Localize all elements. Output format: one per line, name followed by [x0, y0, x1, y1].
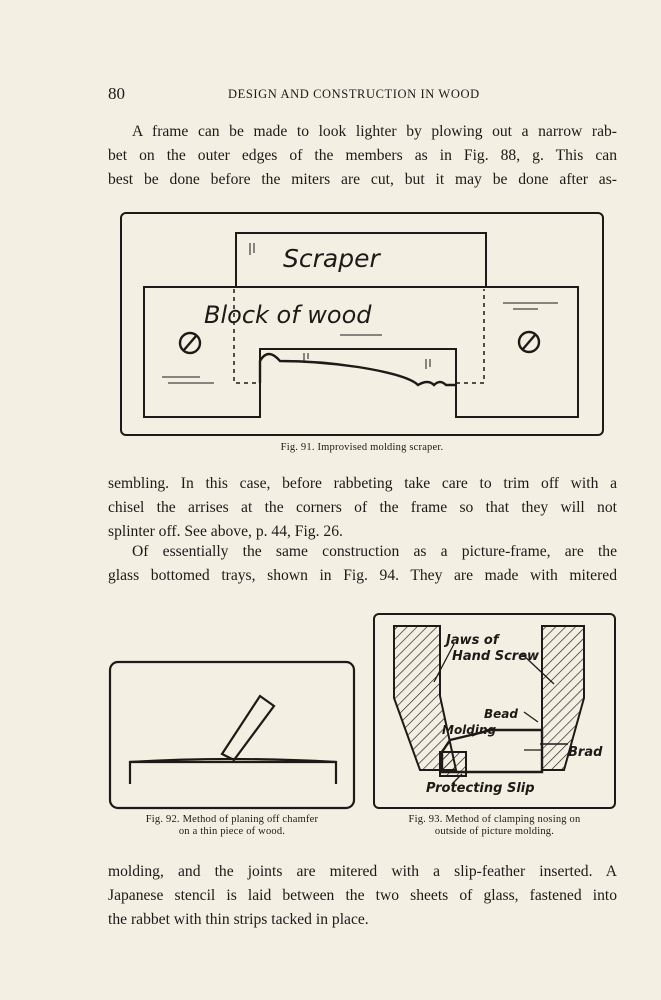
fig92-caption-line1: Fig. 92. Method of planing off chamfer	[145, 814, 319, 825]
block-outline	[143, 286, 579, 418]
fig91-caption: Fig. 91. Improvised molding scraper.	[280, 442, 444, 453]
text-line: molding, and the joints are mitered with…	[108, 863, 617, 880]
fig93-caption-line1: Fig. 93. Method of clamping nosing on	[408, 814, 581, 825]
fig92-drawing	[108, 660, 356, 810]
text-line: the rabbet with thin strips tacked in pl…	[108, 911, 369, 928]
paragraph-3: Of essentially the same construction as …	[108, 540, 617, 588]
page-header: 80 DESIGN AND CONSTRUCTION IN WOOD	[108, 84, 618, 106]
figure-92	[108, 660, 356, 810]
text-line: bet on the outer edges of the members as…	[108, 147, 617, 164]
text-line: chisel the arrises at the corners of the…	[108, 499, 617, 516]
fig92-border	[108, 660, 356, 810]
text-line: best be done before the miters are cut, …	[108, 171, 617, 188]
label-brad: Brad	[568, 745, 603, 760]
figure-91: Scraper Block of wood	[118, 211, 606, 439]
paragraph-1: A frame can be made to look lighter by p…	[108, 120, 617, 192]
label-block-of-wood: Block of wood	[204, 301, 372, 329]
fig93-caption-line2: outside of picture molding.	[434, 826, 555, 837]
paragraph-2: sembling. In this case, before rabbeting…	[108, 472, 617, 544]
fig93-drawing: Jaws of Hand Screw Bead Molding Brad Pro…	[373, 613, 616, 809]
label-protecting-slip: Protecting Slip	[426, 781, 535, 796]
text-line: Japanese stencil is laid between the two…	[108, 887, 617, 904]
paragraph-4: molding, and the joints are mitered with…	[108, 860, 617, 932]
plane-iron	[220, 694, 276, 762]
protecting-slip	[439, 751, 467, 777]
fig92-caption: Fig. 92. Method of planing off chamfer o…	[108, 814, 356, 838]
label-molding: Molding	[442, 723, 497, 737]
figure-93: Jaws of Hand Screw Bead Molding Brad Pro…	[372, 612, 617, 812]
fig93-caption: Fig. 93. Method of clamping nosing on ou…	[372, 814, 617, 838]
text-line: sembling. In this case, before rabbeting…	[108, 475, 617, 492]
fig93-border	[373, 613, 616, 809]
label-scraper: Scraper	[283, 244, 381, 273]
fig92-caption-line2: on a thin piece of wood.	[178, 826, 286, 837]
text-line: splinter off. See above, p. 44, Fig. 26.	[108, 523, 343, 540]
fig91-drawing: Scraper Block of wood	[120, 212, 604, 436]
fig91-border	[120, 212, 604, 436]
scraper-outline	[235, 232, 487, 287]
text-line: A frame can be made to look lighter by p…	[132, 123, 617, 140]
label-hand-screw: Hand Screw	[452, 649, 540, 664]
label-bead: Bead	[484, 707, 518, 721]
label-jaws-of: Jaws of	[443, 633, 501, 648]
running-title: DESIGN AND CONSTRUCTION IN WOOD	[228, 87, 480, 101]
text-line: Of essentially the same construction as …	[132, 543, 617, 560]
page-number: 80	[108, 84, 125, 103]
text-line: glass bottomed trays, shown in Fig. 94. …	[108, 567, 617, 584]
